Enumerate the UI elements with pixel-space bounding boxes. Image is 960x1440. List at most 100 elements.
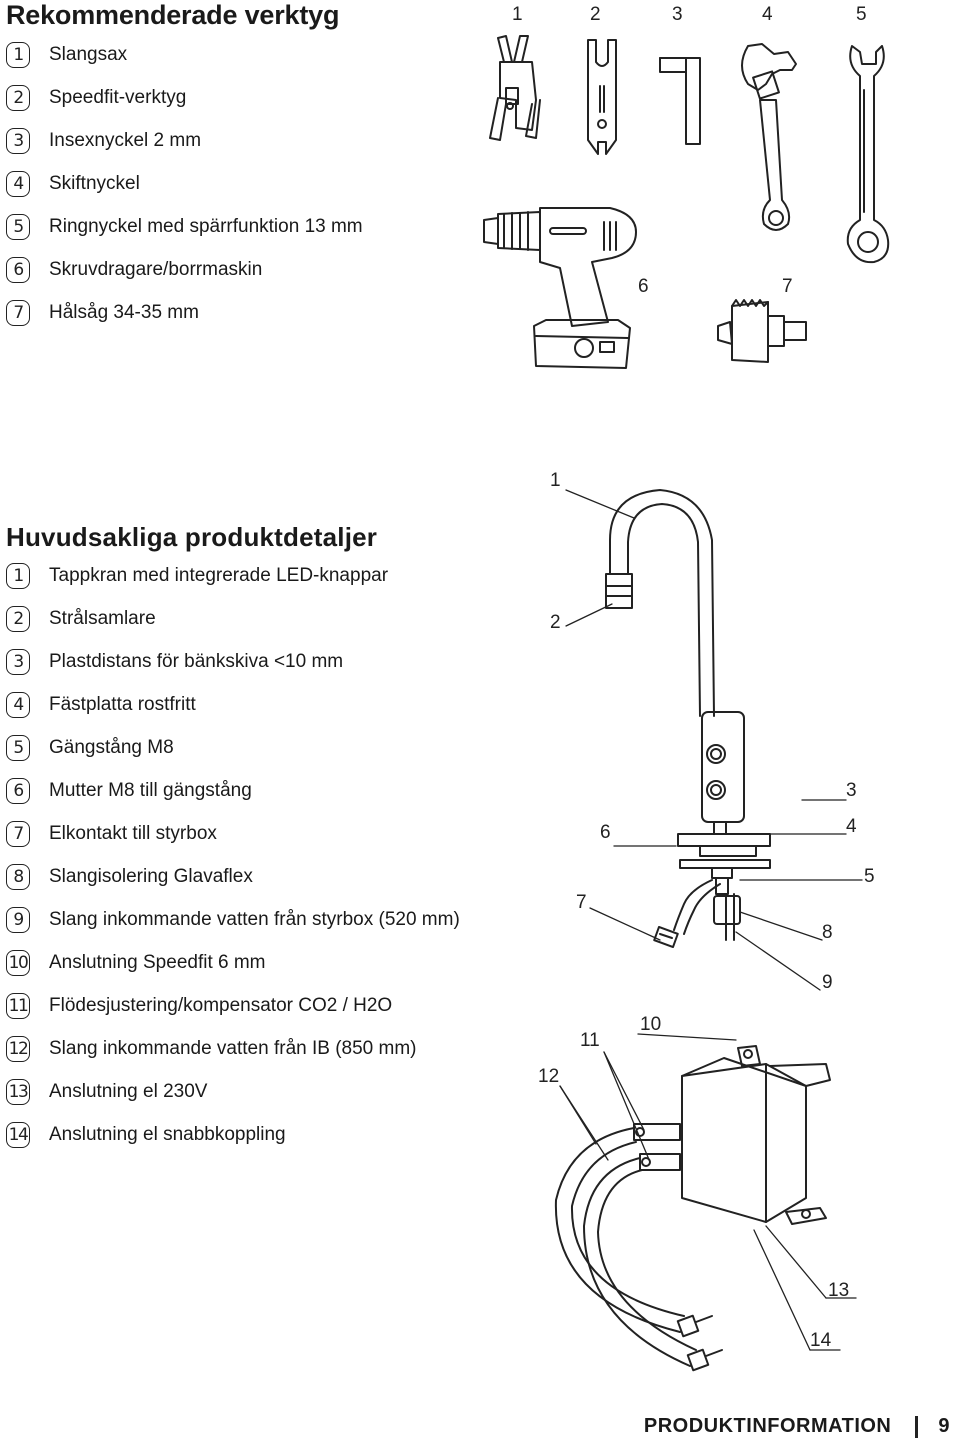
item-label: Ringnyckel med spärrfunktion 13 mm (49, 216, 363, 237)
list-item: 1 Tappkran med integrerade LED-knappar (6, 563, 460, 606)
footer-section: PRODUKTINFORMATION (643, 1415, 892, 1437)
item-number-badge: 2 (6, 606, 30, 632)
control-box-icon (633, 1045, 831, 1225)
list-item: 3 Insexnyckel 2 mm (6, 128, 363, 171)
item-label: Speedfit-verktyg (49, 87, 187, 108)
item-number-badge: 1 (6, 563, 30, 589)
figure-label: 13 (828, 1280, 849, 1301)
figure-label: 3 (672, 4, 683, 25)
hex-key-icon (659, 57, 701, 145)
hose-insulation-icon (713, 895, 741, 925)
list-item: 11 Flödesjustering/kompensator CO2 / H2O (6, 993, 460, 1036)
item-label: Elkontakt till styrbox (49, 823, 217, 844)
item-number-badge: 7 (6, 300, 30, 326)
item-number-badge: 4 (6, 692, 30, 718)
figure-label: 9 (822, 972, 833, 993)
tools-figure-labels: 1 2 3 4 5 6 7 (512, 4, 867, 297)
item-number-badge: 3 (6, 649, 30, 675)
item-label: Plastdistans för bänkskiva <10 mm (49, 651, 344, 672)
item-label: Flödesjustering/kompensator CO2 / H2O (49, 995, 393, 1016)
item-label: Strålsamlare (49, 608, 156, 629)
list-item: 8 Slangisolering Glavaflex (6, 864, 460, 907)
item-label: Gängstång M8 (49, 737, 174, 758)
figure-label: 1 (550, 470, 561, 491)
threaded-rod-icon (653, 867, 735, 948)
hose-cutter-icon (489, 35, 541, 141)
item-label: Anslutning Speedfit 6 mm (49, 952, 266, 973)
item-label: Slangsax (49, 44, 128, 65)
faucet-icon (605, 489, 745, 823)
figure-label: 11 (580, 1030, 600, 1051)
item-number-badge: 5 (6, 735, 30, 761)
item-label: Anslutning el snabbkoppling (49, 1124, 286, 1145)
figure-label: 1 (512, 4, 523, 25)
list-item: 3 Plastdistans för bänkskiva <10 mm (6, 649, 460, 692)
list-item: 7 Elkontakt till styrbox (6, 821, 460, 864)
figure-label: 2 (550, 612, 561, 633)
list-item: 5 Ringnyckel med spärrfunktion 13 mm (6, 214, 363, 257)
tools-list: 1 Slangsax 2 Speedfit-verktyg 3 Insexnyckel 2… (6, 42, 363, 343)
details-list: 1 Tappkran med integrerade LED-knappar 2 St… (6, 563, 460, 1165)
figure-label: 7 (782, 276, 793, 297)
figure-label: 8 (822, 922, 833, 943)
tools-illustration: 1 2 3 4 5 6 7 (483, 4, 890, 369)
page-footer: PRODUKTINFORMATION 9 (644, 1415, 950, 1438)
item-number-badge: 7 (6, 821, 30, 847)
item-label: Fästplatta rostfritt (49, 694, 196, 715)
item-label: Skiftnyckel (49, 173, 140, 194)
item-number-badge: 5 (6, 214, 30, 240)
list-item: 9 Slang inkommande vatten från styrbox (5… (6, 907, 460, 950)
item-number-badge: 1 (6, 42, 30, 68)
list-item: 1 Slangsax (6, 42, 363, 85)
footer-separator (915, 1415, 919, 1438)
hoses-icon (554, 1127, 723, 1372)
list-item: 14 Anslutning el snabbkoppling (6, 1122, 460, 1165)
item-number-badge: 10 (6, 950, 30, 976)
list-item: 10 Anslutning Speedfit 6 mm (6, 950, 460, 993)
figure-label: 6 (600, 822, 611, 843)
list-item: 2 Strålsamlare (6, 606, 460, 649)
figure-label: 3 (846, 780, 857, 801)
adjustable-wrench-icon (741, 43, 797, 231)
figure-label: 5 (864, 866, 875, 887)
list-item: 4 Skiftnyckel (6, 171, 363, 214)
item-number-badge: 4 (6, 171, 30, 197)
speedfit-tool-icon (587, 39, 617, 155)
figure-label: 6 (638, 276, 649, 297)
item-number-badge: 6 (6, 778, 30, 804)
figure-label: 14 (810, 1330, 832, 1351)
hole-saw-icon (717, 299, 807, 363)
page-number: 9 (938, 1415, 950, 1437)
figure-label: 2 (590, 4, 601, 25)
list-item: 2 Speedfit-verktyg (6, 85, 363, 128)
figure-label: 4 (846, 816, 857, 837)
item-number-badge: 12 (6, 1036, 30, 1062)
item-number-badge: 3 (6, 128, 30, 154)
item-label: Insexnyckel 2 mm (49, 130, 202, 151)
drill-icon (483, 207, 637, 369)
item-label: Slangisolering Glavaflex (49, 866, 253, 887)
list-item: 4 Fästplatta rostfritt (6, 692, 460, 735)
item-label: Mutter M8 till gängstång (49, 780, 252, 801)
list-item: 6 Mutter M8 till gängstång (6, 778, 460, 821)
item-number-badge: 14 (6, 1122, 30, 1148)
figure-label: 5 (856, 4, 867, 25)
figure-label: 7 (576, 892, 587, 913)
figure-label: 4 (762, 4, 773, 25)
item-number-badge: 11 (6, 993, 30, 1019)
tools-heading: Rekommenderade verktyg (6, 0, 340, 30)
item-number-badge: 8 (6, 864, 30, 890)
item-number-badge: 9 (6, 907, 30, 933)
item-label: Tappkran med integrerade LED-knappar (49, 565, 389, 586)
item-label: Slang inkommande vatten från styrbox (52… (49, 909, 460, 930)
item-number-badge: 2 (6, 85, 30, 111)
list-item: 5 Gängstång M8 (6, 735, 460, 778)
item-number-badge: 6 (6, 257, 30, 283)
ratchet-spanner-icon (846, 45, 890, 264)
